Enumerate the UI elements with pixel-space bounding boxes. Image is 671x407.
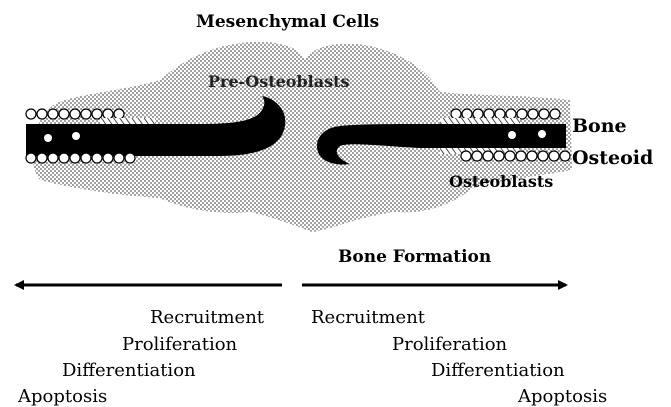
left-step-recruitment: Recruitment <box>150 309 264 327</box>
label-bone: Bone <box>572 117 627 136</box>
label-osteoblasts: Osteoblasts <box>449 174 553 190</box>
label-mesenchymal-cells: Mesenchymal Cells <box>196 14 379 31</box>
label-bone-formation: Bone Formation <box>338 249 491 266</box>
left-step-proliferation: Proliferation <box>122 336 237 354</box>
label-osteoid: Osteoid <box>572 149 653 168</box>
right-step-differentiation: Differentiation <box>431 362 565 380</box>
left-osteoblast-top <box>26 109 124 119</box>
left-step-differentiation: Differentiation <box>62 362 196 380</box>
right-step-recruitment: Recruitment <box>311 309 425 327</box>
right-step-apoptosis: Apoptosis <box>518 388 607 406</box>
left-step-apoptosis: Apoptosis <box>18 388 107 406</box>
right-step-proliferation: Proliferation <box>392 336 507 354</box>
label-pre-osteoblasts: Pre-Osteoblasts <box>208 74 350 90</box>
